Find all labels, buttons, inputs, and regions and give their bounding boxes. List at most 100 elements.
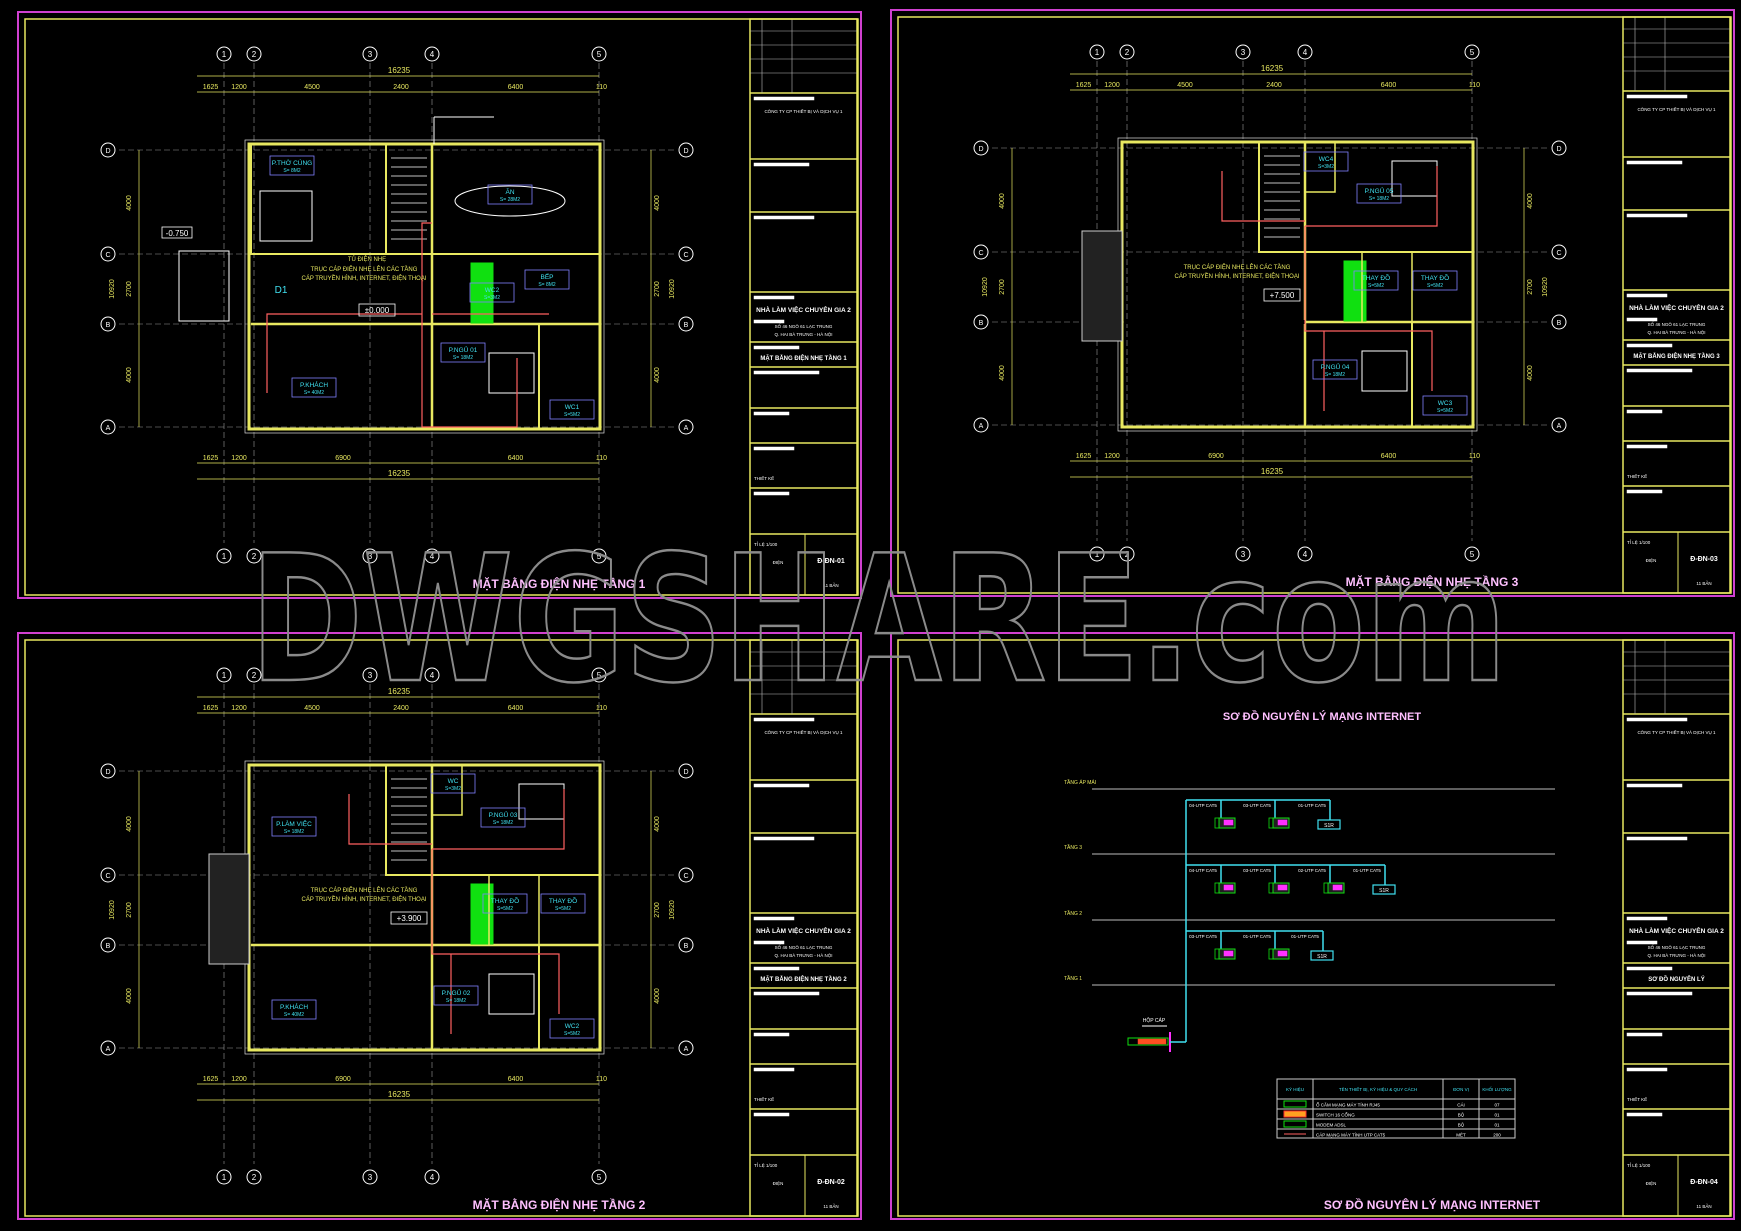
room-label-box [549, 1018, 595, 1039]
grid-label: A [1557, 423, 1562, 430]
dimension-text: 6900 [335, 455, 351, 462]
computer-outlet-icon [1268, 948, 1290, 960]
grid-bubble: 4 [424, 548, 440, 564]
project-address: Q. HAI BÀ TRƯNG - HÀ NỘI [774, 952, 832, 958]
grid-bubble: 5 [1464, 546, 1480, 562]
grid-bubble-circle [1119, 44, 1135, 60]
room-name: WC2 [485, 287, 500, 294]
drawing-frame [24, 18, 859, 596]
grid-bubble: D [100, 142, 116, 158]
grid-label: B [106, 943, 111, 950]
grid-label: 1 [1095, 48, 1100, 57]
floor-label: TẦNG 3 [1064, 844, 1082, 851]
title-block-field-label [1626, 1112, 1663, 1117]
dimension-text: 10920 [109, 279, 116, 299]
legend-item-name: Ổ CẮM MẠNG MÁY TÍNH RJ45 [1316, 1101, 1380, 1108]
grid-label: 3 [368, 671, 373, 680]
room-label: THAY ĐỒS=5M2 [1353, 270, 1399, 291]
grid-bubble-circle [678, 142, 694, 158]
grid-bubble-circle [1119, 546, 1135, 562]
room-name: P.NGỦ 04 [1321, 362, 1350, 371]
grid-label: 3 [368, 552, 373, 561]
grid-label: 4 [1303, 48, 1308, 57]
grid-bubble-circle [216, 667, 232, 683]
riser-note: TRỤC CÁP ĐIỆN NHẸ LÊN CÁC TẦNG [311, 265, 418, 273]
grid-bubble: 2 [1119, 546, 1135, 562]
grid-bubble-circle [678, 246, 694, 262]
project-name: NHÀ LÀM VIỆC CHUYÊN GIA 2 [1629, 926, 1724, 935]
cable-route [348, 789, 565, 1034]
dimension-text: 4000 [1527, 365, 1534, 381]
room-label: THAY ĐỒS=5M2 [482, 893, 528, 914]
grid-label: C [683, 873, 688, 880]
sheet-count: 11 BẢN [1696, 580, 1711, 586]
room-label: THAY ĐỒS=5M2 [1412, 270, 1458, 291]
dimension-text: 4000 [126, 816, 133, 832]
grid-bubble: B [678, 316, 694, 332]
discipline-text: ĐIỆN [773, 558, 784, 565]
title-block-field-label [753, 411, 790, 416]
scale-text: TỈ LỆ 1/100 [754, 540, 778, 547]
grid-label: 1 [222, 552, 227, 561]
grid-bubble-circle [1297, 546, 1313, 562]
grid-bubble: B [1551, 314, 1567, 330]
room-area: S= 18M2 [284, 829, 304, 835]
dimension-text: 1625 [203, 705, 219, 712]
room-label-box [291, 377, 337, 398]
grid-label: 1 [222, 1173, 227, 1182]
cabinet-label: HỘP CÁP [1143, 1017, 1166, 1024]
title-block-field-label [1626, 368, 1693, 373]
title-block-field-label [1626, 1032, 1663, 1037]
grid-label: D [1556, 146, 1561, 153]
grid-bubble: C [678, 246, 694, 262]
project-address: Q. HAI BÀ TRƯNG - HÀ NỘI [1647, 952, 1705, 958]
dimension-text: 4000 [126, 988, 133, 1004]
dimension-text: 2700 [126, 281, 133, 297]
dining-table [454, 185, 566, 217]
project-name: NHÀ LÀM VIỆC CHUYÊN GIA 2 [1629, 303, 1724, 312]
grid-bubble: 3 [362, 548, 378, 564]
room-label: WCS=3M2 [430, 773, 476, 794]
network-outlet [1268, 882, 1274, 894]
title-block-field-label [1626, 783, 1683, 788]
cable-label: 04-UTP CAT5 [1189, 868, 1217, 873]
sheet-number: Đ-ĐN-02 [817, 1179, 845, 1186]
title-block-field-label [753, 295, 795, 300]
dimension-text: 2700 [1527, 279, 1534, 295]
title-block-field-label [753, 215, 815, 220]
grid-bubble-circle [100, 246, 116, 262]
cable-route [266, 222, 549, 428]
project-name: NHÀ LÀM VIỆC CHUYÊN GIA 2 [756, 926, 851, 935]
title-block-field-label [1626, 966, 1673, 971]
grid-label: 4 [430, 671, 435, 680]
room-area: S= 40M2 [284, 1012, 304, 1018]
bed [1391, 160, 1438, 197]
network-outlet [1268, 948, 1274, 960]
sheet-title: SƠ ĐỒ NGUYÊN LÝ MẠNG INTERNET [1324, 1197, 1541, 1212]
grid-bubble: A [100, 419, 116, 435]
grid-bubble: 2 [246, 667, 262, 683]
grid-bubble: 3 [1235, 546, 1251, 562]
drawing-frame [897, 639, 1732, 1217]
room-label: P.NGỦ 02S= 18M2 [433, 985, 479, 1006]
dimension-text: 4000 [654, 367, 661, 383]
grid-label: C [105, 252, 110, 259]
title-block-field-label [753, 1032, 790, 1037]
title-block-field-label [753, 836, 815, 841]
computer-outlet-icon [1214, 817, 1236, 829]
legend-header: KÝ HIỆU [1286, 1085, 1304, 1092]
grid-label: D [683, 148, 688, 155]
switch-box [1317, 819, 1341, 830]
dimension-text: 4500 [1177, 82, 1193, 89]
grid-bubble: B [973, 314, 989, 330]
room-area: S= 8M2 [538, 282, 556, 288]
grid-label: 5 [1470, 48, 1475, 57]
grid-label: C [683, 252, 688, 259]
title-block-field-label [1626, 991, 1693, 996]
dimension-text: 4000 [126, 367, 133, 383]
